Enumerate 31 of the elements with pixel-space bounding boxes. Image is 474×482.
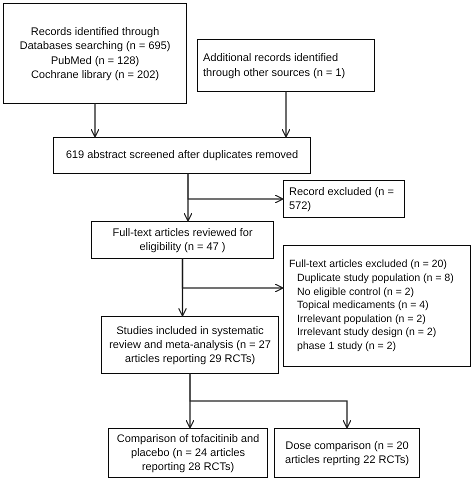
- box-text: Full-text articles reviewed for eligibility (n = 47 ): [112, 226, 254, 254]
- box-text: Record excluded (n = 572): [289, 184, 395, 214]
- box-text: Comparison of tofacitinib and placebo (n = 24 articles reporting 28 RCTs): [116, 432, 260, 474]
- box-text: Full-text articles excluded (n = 20): [289, 258, 447, 272]
- box-text: phase 1 study (n = 2): [296, 340, 396, 354]
- box-text: Irrelevant study design (n = 2): [296, 326, 436, 340]
- box-text: Dose comparison (n = 20 articles reprting 22 RCTs): [284, 438, 410, 468]
- box-text: Cochrane library (n = 202): [30, 68, 160, 82]
- process-box: [108, 428, 268, 478]
- arrow: [187, 174, 284, 204]
- box-text: Additional records identified through other sources (n = 1): [203, 51, 346, 80]
- process-box: [53, 137, 311, 174]
- box-text: Records identified through Databases searching (n = 695): [18, 24, 172, 54]
- box-text: 619 abstract screened after duplicates removed: [66, 148, 298, 163]
- process-box: [91, 221, 274, 259]
- process-box: [101, 316, 279, 374]
- process-box: [197, 39, 375, 92]
- process-box: [283, 180, 405, 218]
- box-text: PubMed (n = 128): [50, 54, 140, 68]
- box-text: Irrelevant population (n = 2): [296, 312, 426, 326]
- arrow: [281, 92, 291, 138]
- box-text: Duplicate study population (n = 8): [296, 272, 454, 286]
- process-box: [274, 428, 420, 478]
- box-text: Topical medicaments (n = 4): [296, 299, 429, 313]
- arrow: [182, 259, 284, 293]
- process-box: [283, 245, 471, 367]
- box-text: Studies included in systematic review and meta-analysis (n = 27 articles reporting 29 RCTs): [108, 324, 272, 366]
- box-text: No eligible control (n = 2): [296, 286, 414, 300]
- arrow: [90, 104, 100, 138]
- arrow: [189, 374, 352, 429]
- process-box: [3, 3, 187, 104]
